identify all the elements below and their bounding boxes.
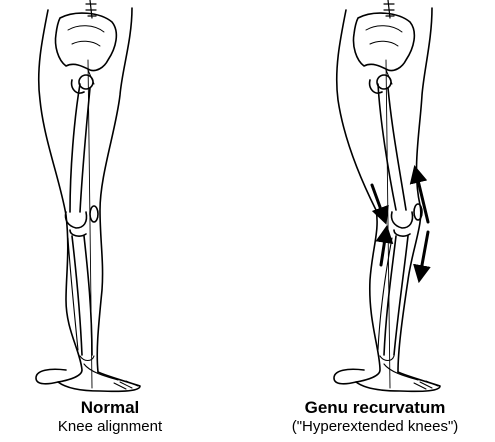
- recurvatum-spine: [384, 0, 394, 18]
- recurvatum-leg-back-outline: [337, 10, 380, 382]
- normal-ankle-bones: [80, 356, 118, 380]
- normal-knee-joint: [65, 212, 86, 236]
- normal-pelvis: [55, 13, 116, 70]
- recurvatum-title: Genu recurvatum: [265, 398, 485, 418]
- recurvatum-knee-joint: [391, 212, 412, 236]
- recurvatum-femoral-head: [377, 75, 391, 89]
- normal-spine: [86, 0, 96, 18]
- recurvatum-gravity-line: [386, 60, 390, 388]
- recurvatum-subtitle: ("Hyperextended knees"): [265, 418, 485, 436]
- normal-subtitle: Knee alignment: [30, 418, 190, 436]
- normal-femur: [70, 80, 90, 212]
- posterior-shin-arrow: [381, 232, 386, 265]
- normal-gravity-line: [88, 60, 92, 388]
- recurvatum-pelvis: [353, 13, 414, 70]
- normal-title: Normal: [30, 398, 190, 418]
- anterior-shin-arrow: [420, 232, 428, 276]
- posterior-thigh-arrow: [372, 185, 384, 218]
- normal-fibula: [68, 238, 78, 350]
- normal-leg-front-outline: [97, 8, 132, 372]
- normal-femoral-head: [79, 75, 93, 89]
- normal-caption: Normal Knee alignment: [30, 398, 190, 436]
- recurvatum-leg-drawing: [334, 0, 440, 391]
- recurvatum-tibia: [384, 236, 408, 355]
- recurvatum-caption: Genu recurvatum ("Hyperextended knees"): [265, 398, 485, 436]
- normal-tibia: [72, 236, 92, 355]
- normal-leg-drawing: [36, 0, 140, 391]
- normal-patella: [90, 206, 98, 222]
